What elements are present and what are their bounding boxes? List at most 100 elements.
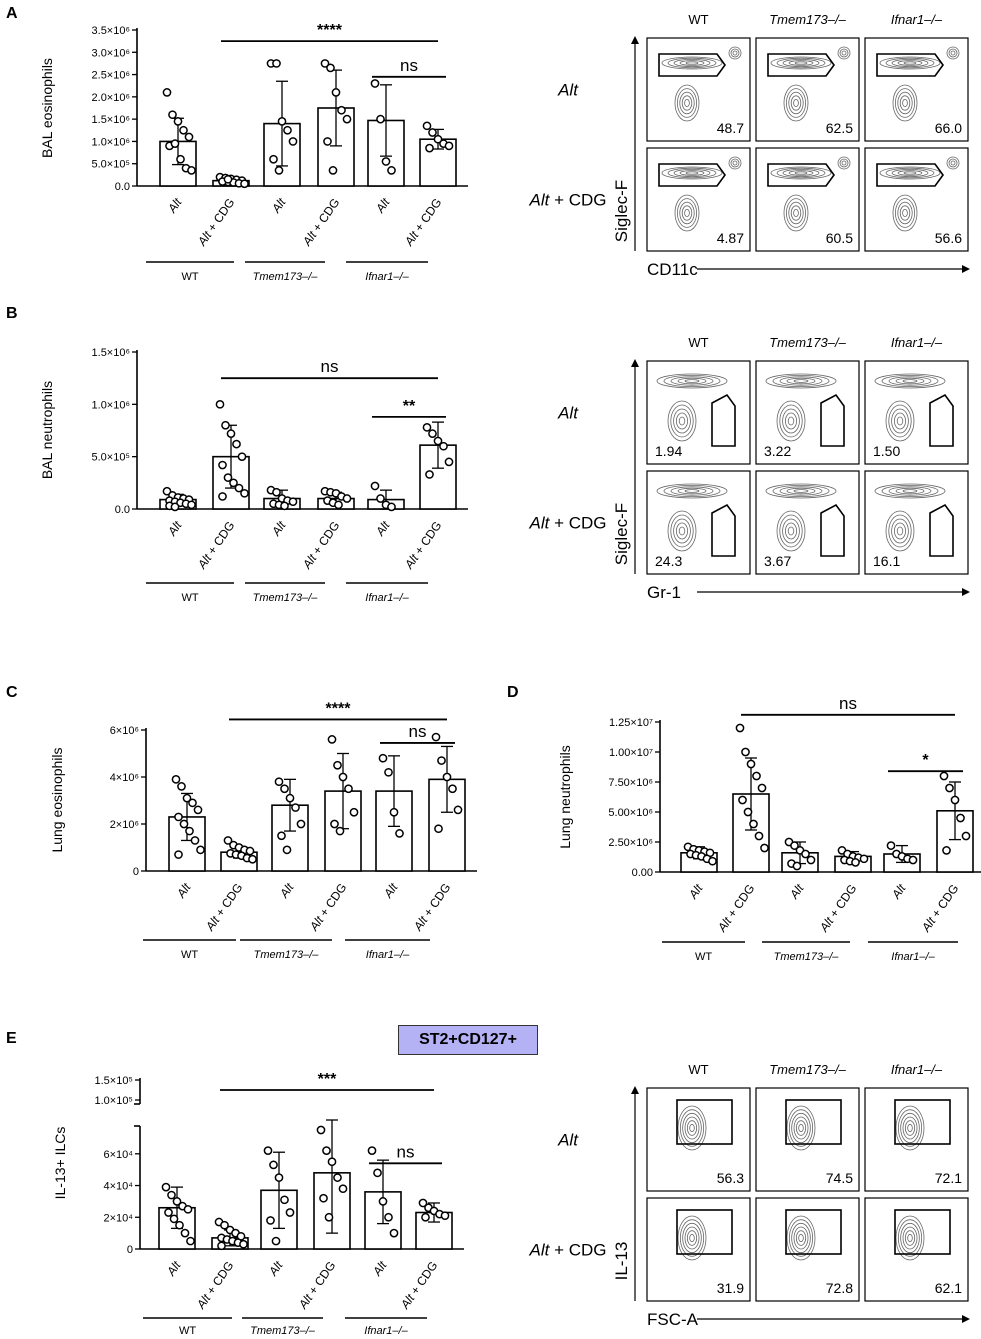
population-contour [907, 1123, 913, 1133]
data-point-C [185, 826, 194, 836]
eos-population-contour [677, 377, 707, 385]
y-tick-label-B: 1.0×10⁶ [92, 399, 130, 411]
flow-column-title-A: Ifnar1–/– [891, 12, 943, 27]
population-contour [790, 95, 802, 111]
data-point-C [177, 782, 186, 791]
data-point-D [746, 759, 756, 769]
data-point-A [381, 157, 391, 166]
category-label-suffix: + CDG [927, 882, 962, 923]
y-tick-label-C: 0 [133, 866, 139, 878]
data-point-C [190, 836, 200, 845]
data-point-C [434, 824, 443, 834]
flow-plot-frame [864, 1197, 969, 1302]
eos-population-contour [663, 484, 721, 497]
population-contour [681, 205, 693, 221]
data-point-A [179, 125, 188, 135]
y-axis-label-B: BAL neutrophils [39, 381, 55, 479]
data-point-B [433, 436, 443, 446]
population-contour [894, 412, 907, 430]
il13-gate [785, 1099, 842, 1145]
eos-population-contour [765, 373, 837, 389]
data-point-A [168, 110, 177, 120]
data-point-B [288, 497, 298, 507]
flow-plot-E [864, 1087, 969, 1192]
flow-plot-frame [864, 147, 969, 252]
category-label-C: Alt + CDG [410, 881, 453, 934]
data-point-B [226, 429, 236, 438]
population-contour [795, 1230, 807, 1246]
category-label-suffix: + CDG [211, 881, 246, 922]
neutrophil-gate [929, 503, 954, 557]
data-point-D [942, 846, 951, 855]
data-point-C [378, 753, 388, 763]
data-point-A [223, 174, 233, 184]
data-point-A [240, 179, 249, 189]
y-tick-label-B: 0.0 [115, 504, 130, 516]
group-label-C: Ifnar1–/– [366, 949, 410, 961]
population-contour [895, 1105, 925, 1151]
data-point-D [859, 854, 869, 864]
population-contour [783, 84, 809, 122]
data-point-C [333, 760, 342, 770]
eos-population-contour [888, 376, 932, 386]
flow-row-label-E: Alt [557, 1131, 579, 1150]
eos-population-contour [673, 168, 711, 177]
eos-population-contour [770, 166, 832, 180]
data-point-B [162, 486, 172, 496]
data-point-E [239, 1239, 248, 1249]
data-point-A [320, 59, 330, 68]
data-point-C [277, 831, 286, 841]
il13-gate [894, 1099, 951, 1145]
category-label-C: Alt [380, 880, 400, 901]
y-tick-label-C: 2×10⁶ [110, 819, 139, 831]
eos-population-contour [776, 57, 826, 69]
data-point-A [277, 117, 287, 126]
eos-population-contour [782, 59, 820, 68]
y-axis-label-E: IL-13+ ILCs [52, 1127, 68, 1200]
data-point-C [171, 775, 181, 784]
population-contour [674, 84, 700, 122]
category-label-suffix: + CDG [406, 1259, 441, 1300]
data-point-E [421, 1212, 430, 1222]
panel-letter-C: C [6, 684, 18, 701]
category-label-D: Alt [685, 881, 705, 902]
data-point-E [217, 1241, 226, 1251]
population-contour [676, 412, 689, 430]
population-contour [782, 518, 800, 544]
population-contour [888, 514, 912, 548]
category-label-B: Alt [268, 518, 288, 539]
data-point-C [327, 735, 337, 744]
data-point-C [280, 784, 289, 794]
data-point-E [220, 1220, 229, 1230]
flow-plot-B [755, 360, 860, 465]
data-point-B [387, 502, 396, 512]
population-contour [888, 404, 912, 438]
flow-plot-E [646, 1197, 751, 1302]
population-contour [946, 156, 960, 170]
flow-row-label-italic: Alt [557, 1131, 579, 1150]
category-label-suffix: + CDG [304, 1259, 339, 1300]
flow-plot-frame [646, 1087, 751, 1192]
flow-x-arrowhead-B [962, 588, 970, 596]
group-label-D: Tmem173–/– [774, 951, 840, 963]
flow-y-arrowhead-E [631, 1086, 639, 1094]
data-point-E [384, 1212, 393, 1222]
data-point-A [274, 166, 284, 175]
population-contour [787, 416, 795, 426]
population-contour [904, 1230, 916, 1246]
data-point-E [186, 1236, 195, 1246]
category-label-italic: Alt [268, 518, 288, 539]
population-contour [841, 160, 847, 166]
y-tick-label-E: 6×10⁴ [103, 1149, 133, 1161]
category-label-E: Alt + CDG [397, 1259, 440, 1312]
eos-population-contour [786, 377, 816, 385]
data-point-D [950, 795, 960, 805]
population-contour [948, 48, 958, 58]
data-point-A [328, 166, 338, 175]
gate-percentage-A: 4.87 [717, 230, 744, 246]
population-contour [946, 46, 960, 60]
population-contour [732, 160, 738, 166]
data-point-C [453, 805, 463, 815]
data-point-B [439, 441, 448, 451]
data-point-B [334, 500, 343, 510]
